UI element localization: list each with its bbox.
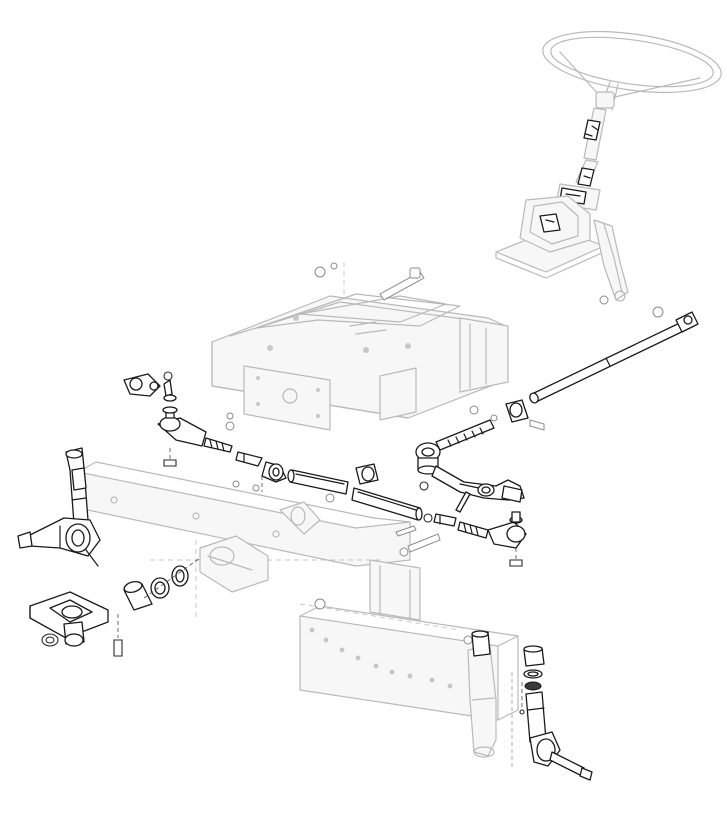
steering-box-housing — [495, 195, 605, 279]
drag-link — [529, 311, 699, 404]
right-spindle — [519, 645, 593, 781]
axle-bolts — [226, 412, 484, 645]
steering-column — [555, 107, 607, 211]
pitman-arm — [593, 219, 664, 318]
left-tie-rod-clamp — [235, 451, 287, 492]
left-lower-bracket — [29, 591, 123, 657]
front-axle-beam — [77, 461, 421, 621]
right-kingpin-housing — [467, 630, 513, 770]
steering-wheel — [542, 30, 722, 111]
axle-extension-beam — [299, 603, 519, 721]
left-steering-knuckle — [17, 447, 101, 567]
left-tie-rod-end — [157, 406, 235, 467]
tie-rod-center-clamp — [325, 463, 379, 503]
axle-bushings — [123, 557, 201, 611]
tie-rod-tube-right — [351, 487, 423, 521]
axle-pivot-pin — [199, 501, 321, 593]
knuckle-clamp-right — [469, 399, 545, 431]
steering-arm-assembly — [415, 419, 525, 513]
right-tie-rod-end — [423, 511, 527, 567]
left-ball-joint-bracket — [123, 371, 177, 402]
tie-rod-tube-left — [287, 469, 349, 495]
front-axle-support — [211, 293, 509, 431]
support-bolts — [314, 262, 425, 301]
